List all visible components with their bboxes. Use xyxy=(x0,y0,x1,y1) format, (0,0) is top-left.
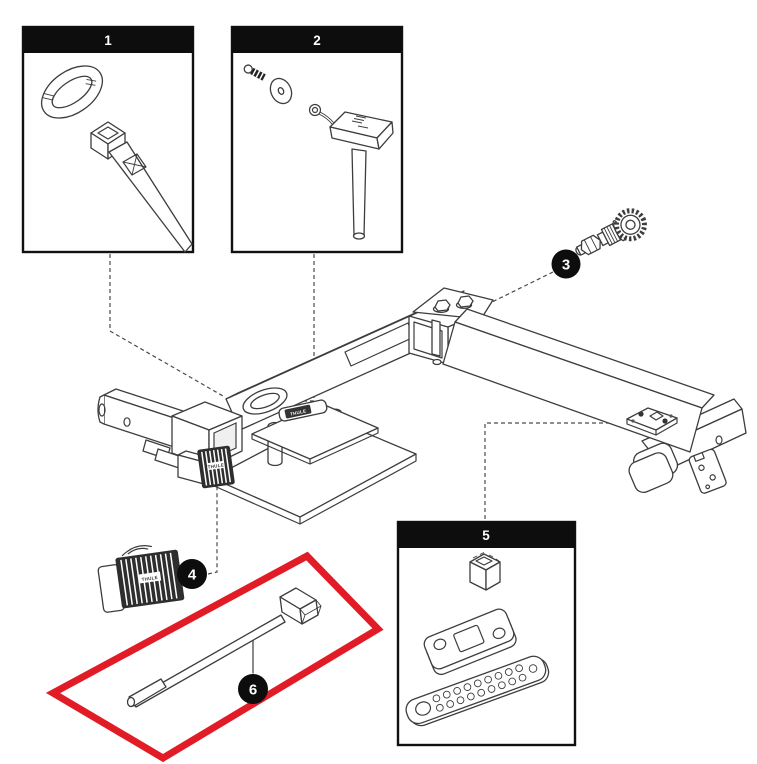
t-handle-drawing xyxy=(329,111,394,240)
end-plug-drawing xyxy=(469,552,501,591)
end-bracket-plate xyxy=(688,448,727,494)
badge4-label: 4 xyxy=(188,567,197,584)
callout-box-2: 2 xyxy=(230,25,404,254)
leader-box1 xyxy=(109,254,224,397)
pad-brand-label: THULE xyxy=(141,575,158,582)
base-plate xyxy=(211,416,417,525)
leader-badge3 xyxy=(489,271,554,304)
strap-keeper: THULE xyxy=(278,399,328,422)
washer-drawing xyxy=(269,77,293,105)
crossbar-end-cap xyxy=(628,442,679,494)
hex-bolt-1 xyxy=(432,299,451,314)
ribbed-pad-drawing: THULE xyxy=(97,545,185,613)
callout-box-1: 1 xyxy=(21,25,195,254)
carabiner-drawing xyxy=(41,65,103,119)
highlight-zone xyxy=(45,551,384,763)
installed-pad-brand-label: THULE xyxy=(207,462,224,469)
badge3-label: 3 xyxy=(562,257,570,274)
strap-drawing xyxy=(90,121,193,253)
badge-6: 6 xyxy=(238,674,268,704)
screw-drawing xyxy=(243,64,266,81)
adapter-plate-drawing xyxy=(423,608,517,676)
hammer-rod-drawing xyxy=(126,587,322,708)
hex-bolt-2 xyxy=(455,295,474,310)
keeper-brand-label: THULE xyxy=(290,408,307,416)
strap-slot-ring xyxy=(242,387,288,415)
leader-box5 xyxy=(484,422,621,519)
callout-box-5: 5 xyxy=(396,520,577,747)
gear-spindle-drawing xyxy=(575,208,647,256)
perforated-strip-drawing xyxy=(405,655,550,727)
lower-beam xyxy=(442,308,715,453)
main-assembly-drawing: THULE xyxy=(97,287,747,525)
box5-label: 5 xyxy=(482,528,490,543)
beam-screw-plate xyxy=(626,407,678,436)
badge-4: 4 xyxy=(177,559,207,589)
badge-3: 3 xyxy=(551,249,581,279)
hitch-arm xyxy=(97,388,187,469)
platform-plate xyxy=(251,402,379,465)
badge6-label: 6 xyxy=(249,682,257,699)
box2-label: 2 xyxy=(313,33,321,48)
installed-ribbed-pad: THULE xyxy=(197,445,235,489)
highlight-red-frame xyxy=(45,551,384,763)
lower-housing xyxy=(177,450,213,485)
box1-label: 1 xyxy=(104,33,112,48)
